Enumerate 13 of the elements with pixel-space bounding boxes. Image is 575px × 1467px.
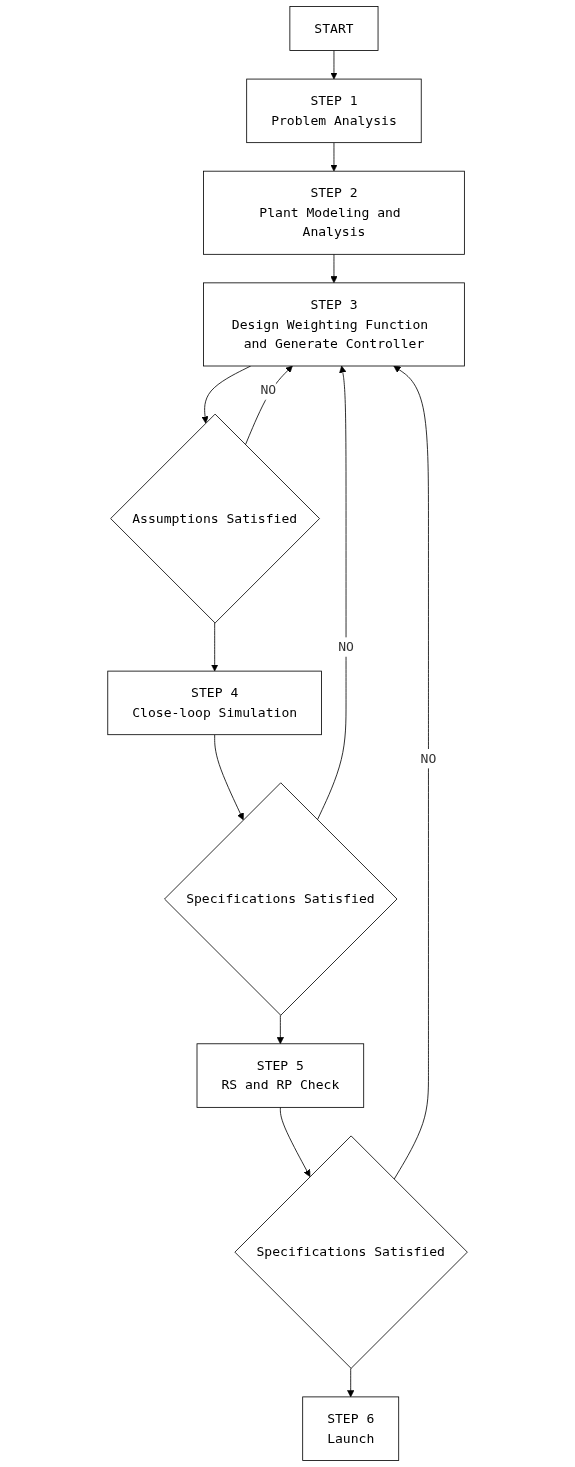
node-diamond: Assumptions Satisfied xyxy=(110,413,320,624)
node-diamond: Specifications Satisfied xyxy=(164,782,398,1016)
node-box: STEP 4 Close-loop Simulation xyxy=(107,670,322,736)
node-box: STEP 6 Launch xyxy=(302,1396,400,1461)
edge-label: NO xyxy=(420,750,437,767)
node-box: STEP 3 Design Weighting Function and Generate Controller xyxy=(203,282,465,367)
node-diamond: Specifications Satisfied xyxy=(234,1135,468,1369)
node-box: STEP 5 RS and RP Check xyxy=(196,1043,365,1108)
edge-label: NO xyxy=(338,638,354,655)
node-box: STEP 1 Problem Analysis xyxy=(246,78,422,144)
edge-label: NO xyxy=(260,381,277,398)
node-box: STEP 2 Plant Modeling and Analysis xyxy=(203,170,465,255)
node-box: START xyxy=(289,6,379,51)
